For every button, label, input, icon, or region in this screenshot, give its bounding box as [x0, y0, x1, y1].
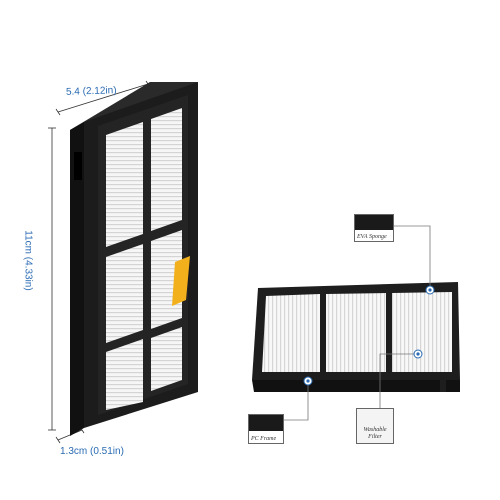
eva-sponge-text: EVA Sponge — [357, 234, 387, 240]
pc-frame-swatch — [249, 415, 283, 432]
eva-sponge-label: EVA Sponge — [354, 214, 394, 242]
yellow-tab — [172, 256, 190, 306]
washable-filter-line2: Filter — [368, 434, 382, 440]
pc-frame-label: PC Frame — [248, 414, 284, 444]
flat-hepa-filter — [252, 282, 460, 392]
width-dimension-label: 5.4 (2.12in) — [65, 85, 117, 98]
callout-lines — [282, 225, 431, 421]
tall-hepa-filter — [70, 82, 198, 436]
height-dimension-label: 11cm (4.33in) — [22, 230, 34, 291]
callout-dots — [303, 285, 435, 386]
depth-dimension-label: 1.3cm (0.51in) — [60, 446, 124, 457]
eva-sponge-swatch — [355, 215, 393, 231]
pc-frame-text: PC Frame — [251, 436, 277, 442]
washable-filter-text: Washable Filter — [357, 427, 393, 441]
washable-filter-label: Washable Filter — [356, 408, 394, 444]
washable-filter-line1: Washable — [363, 427, 387, 433]
dimension-lines — [48, 80, 151, 444]
